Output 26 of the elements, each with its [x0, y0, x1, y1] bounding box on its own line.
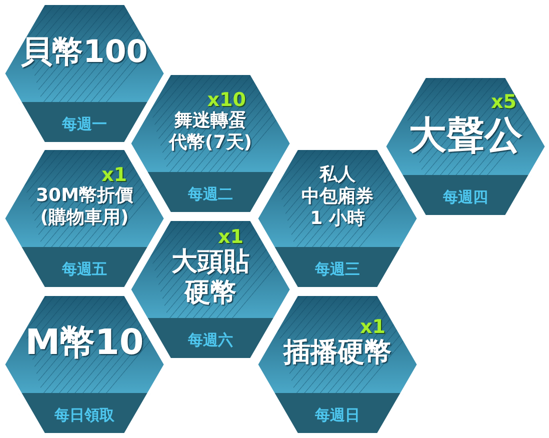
quantity-label: x10: [207, 90, 246, 110]
prize-title: 大頭貼硬幣: [172, 246, 250, 308]
hexagon-tile: [255, 293, 420, 436]
quantity-label: x1: [102, 166, 127, 184]
schedule-label: 每週一: [61, 114, 108, 135]
schedule-label: 每週二: [187, 184, 234, 205]
schedule-label: 每週四: [442, 187, 489, 208]
quantity-label: x1: [218, 228, 244, 246]
hexagon-tile: [2, 2, 167, 145]
hexagon-tile: [2, 293, 167, 436]
prize-title: 舞迷轉蛋代幣(7天): [169, 110, 252, 154]
schedule-label: 每週六: [187, 330, 234, 351]
quantity-label: x1: [360, 318, 386, 336]
quantity-label: x5: [491, 92, 516, 112]
schedule-label: 每日領取: [54, 405, 116, 426]
schedule-label: 每週日: [314, 405, 361, 426]
schedule-label: 每週三: [314, 259, 361, 280]
prize-title: M幣10: [25, 322, 144, 364]
hexagon-tile: [2, 147, 167, 290]
prize-title: 私人中包廂券1 小時: [302, 164, 374, 230]
prize-title: 30M幣折價(購物車用): [36, 184, 133, 228]
schedule-label: 每週五: [61, 259, 108, 280]
hexagon-tile: [383, 75, 548, 218]
prize-title: 大聲公: [408, 112, 522, 158]
prize-title: 插播硬幣: [284, 336, 392, 368]
prize-title: 貝幣100: [21, 34, 148, 70]
